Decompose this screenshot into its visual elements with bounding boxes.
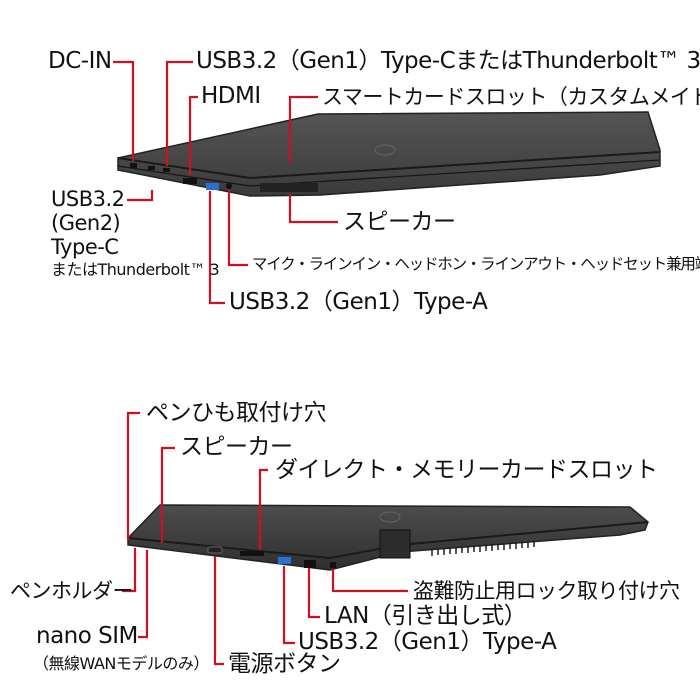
label-usb-c-gen1-thunderbolt: USB3.2（Gen1）Type-CまたはThunderbolt™ 3 (196, 48, 700, 74)
label-lan: LAN（引き出し式） (324, 603, 527, 629)
label-speaker-bottom: スピーカー (180, 434, 293, 460)
label-usb-c-gen2-line3: Type-C (51, 235, 119, 259)
speaker-grille-top (260, 183, 318, 192)
usb-a-port (206, 183, 219, 190)
laptop-bottom-view (127, 504, 649, 571)
label-nano-sim-line2: （無線WANモデルのみ） (33, 654, 209, 673)
label-pen-holder: ペンホルダー (10, 579, 134, 603)
label-smart-card-slot: スマートカードスロット（カスタムメイド） (322, 85, 700, 109)
hdmi-port (183, 178, 197, 184)
power-button-shape (207, 546, 223, 554)
lan-port (304, 560, 316, 568)
label-usb-c-gen2-line4: またはThunderbolt™ 3 (51, 260, 220, 279)
dc-in-port (130, 163, 137, 168)
lock-slot (330, 562, 336, 568)
laptop-top-view (117, 111, 661, 197)
label-usb-c-gen2-line1: USB3.2 (51, 187, 125, 211)
label-power-button: 電源ボタン (228, 651, 341, 677)
label-dc-in: DC-IN (48, 48, 112, 74)
label-lock-slot: 盗難防止用ロック取り付け穴 (413, 579, 680, 603)
memory-card-slot (240, 551, 264, 556)
label-usb-c-gen2-line2: (Gen2) (51, 211, 121, 235)
leader-lines (113, 60, 408, 666)
label-memory-card-slot: ダイレクト・メモリーカードスロット (275, 457, 658, 483)
audio-jack (226, 183, 232, 189)
label-speaker-top: スピーカー (343, 209, 456, 235)
label-usb-a-gen1-top: USB3.2（Gen1）Type-A (229, 289, 488, 315)
label-nano-sim-line1: nano SIM (36, 623, 138, 649)
label-hdmi: HDMI (201, 83, 261, 109)
label-pen-strap-hole: ペンひも取付け穴 (146, 400, 327, 426)
usb-c-gen1-port (163, 168, 170, 172)
label-audio-jack: マイク・ラインイン・ヘッドホン・ラインアウト・ヘッドセット兼用端子 (252, 255, 700, 273)
label-usb-a-gen1-bottom: USB3.2（Gen1）Type-A (298, 629, 557, 655)
usb-c-gen2-port (148, 166, 155, 170)
usb-a-port-bottom (278, 557, 291, 564)
